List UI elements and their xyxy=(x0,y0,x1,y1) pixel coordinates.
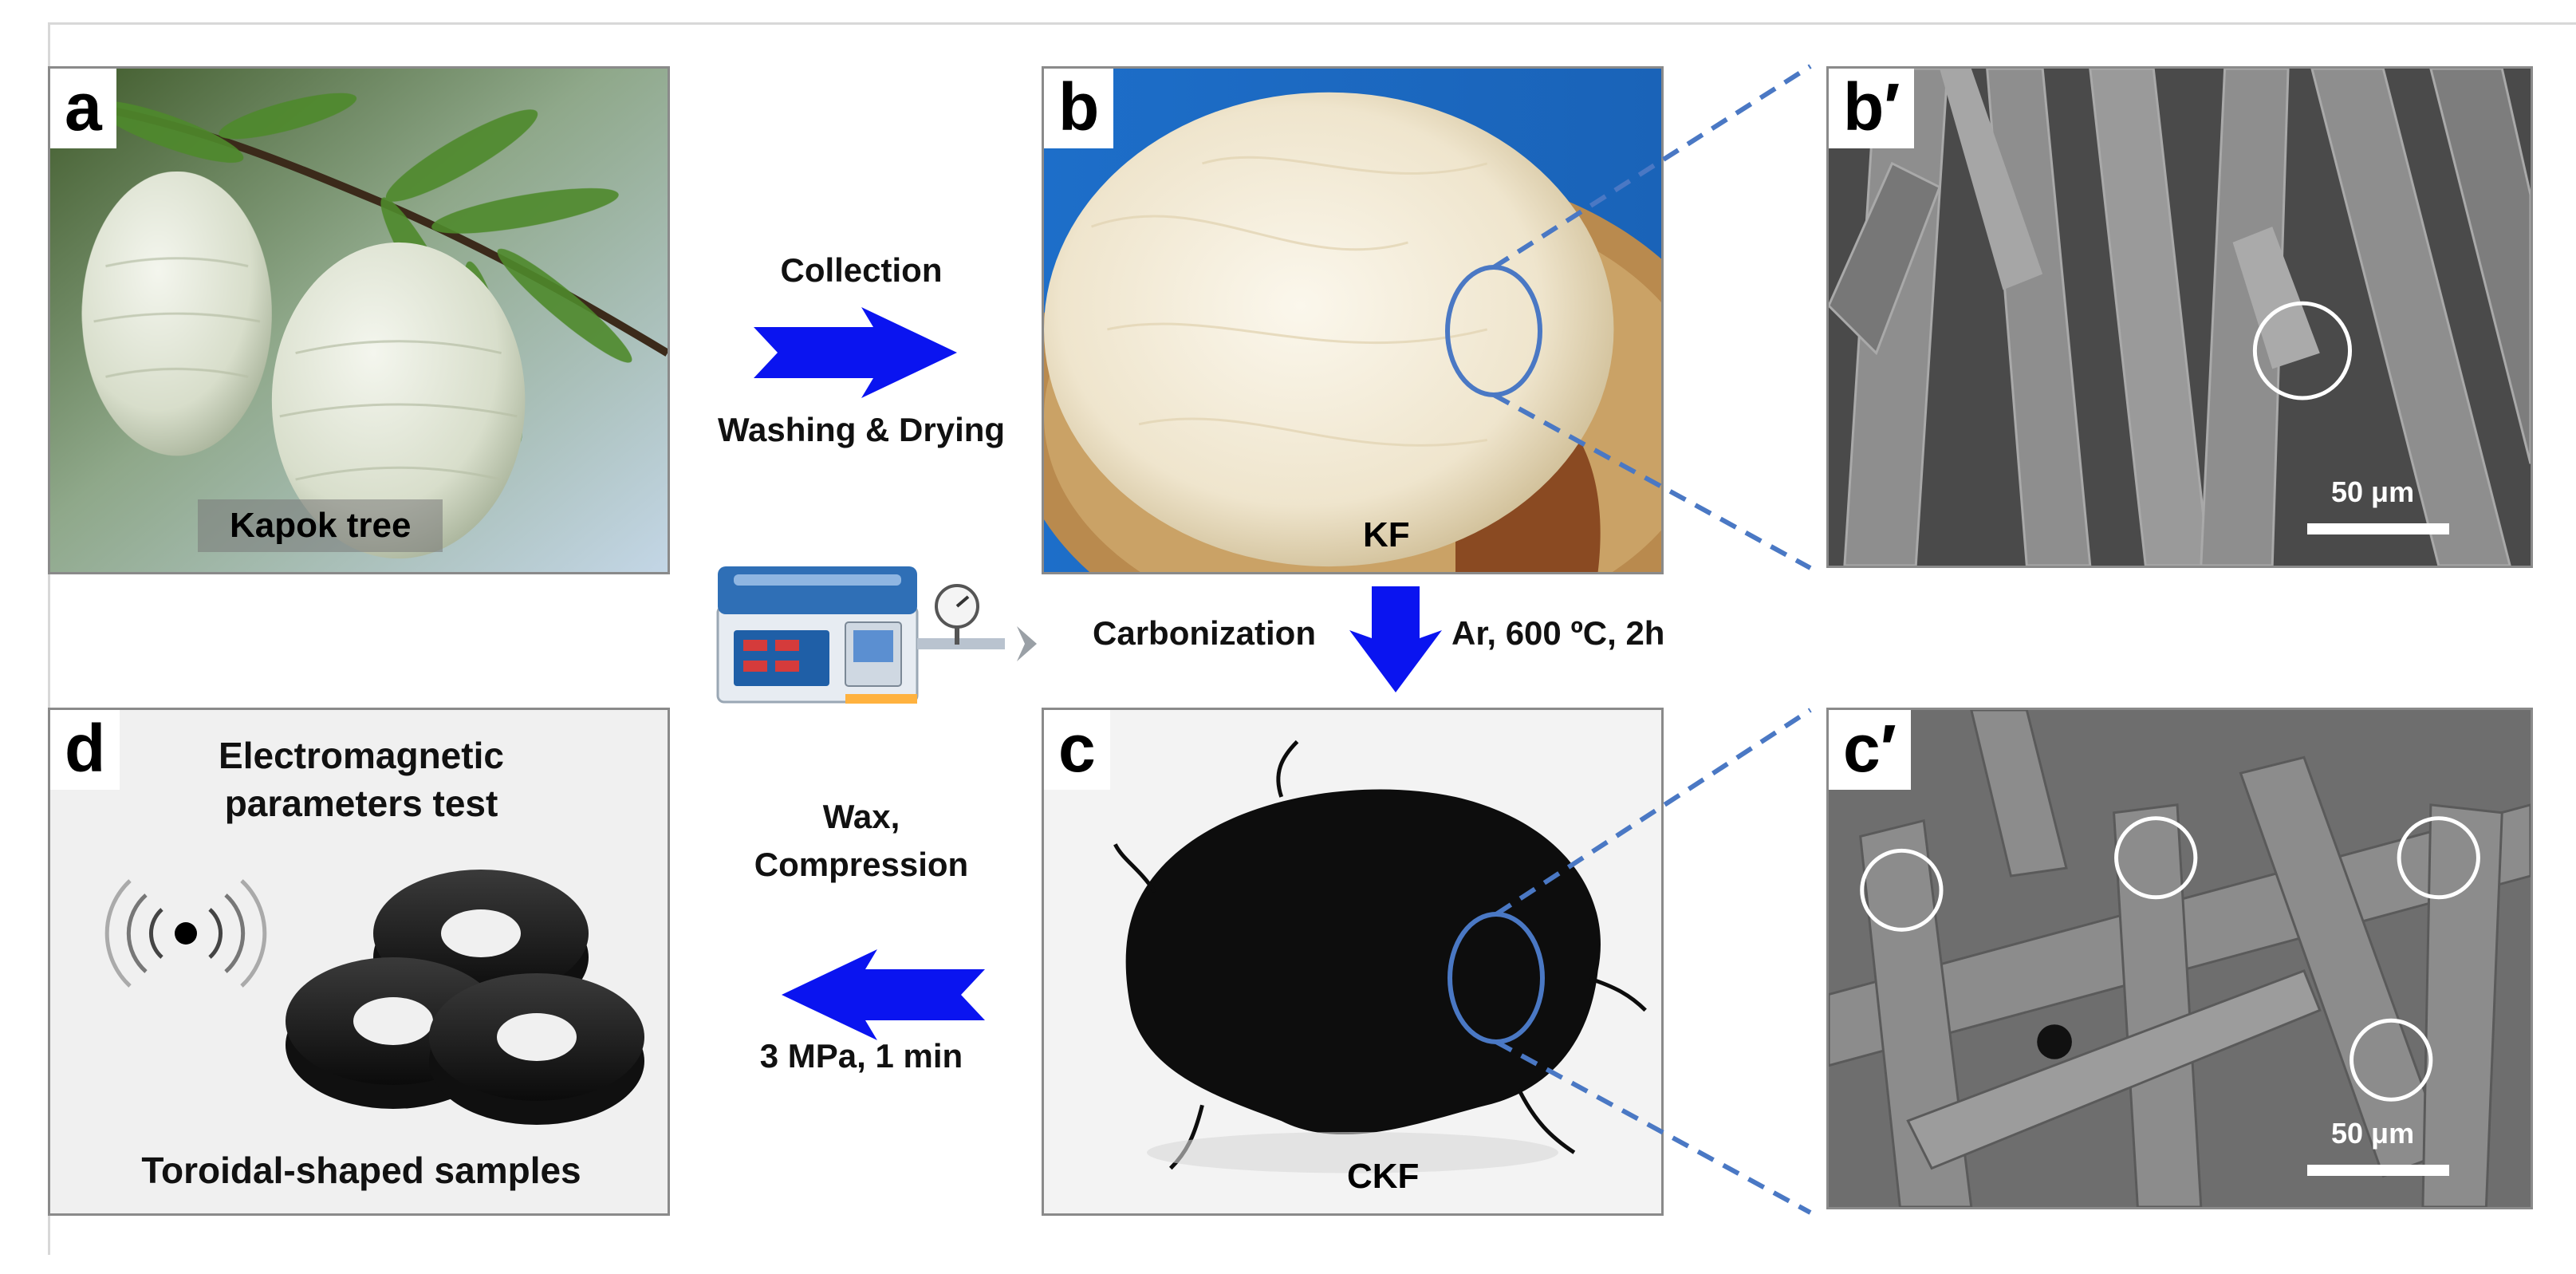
step-collection: Collection xyxy=(780,251,943,289)
panel-b-kf-photo: KF b xyxy=(1042,66,1664,574)
step-compression: Compression xyxy=(754,846,969,883)
panel-c-prime-scale-bar xyxy=(2307,1165,2449,1176)
arrow-compression xyxy=(782,949,985,1040)
sem-circle-markers xyxy=(1860,816,2480,1102)
signal-wave-icon xyxy=(104,879,267,988)
step-wax: Wax, xyxy=(822,798,900,835)
panel-c-label: c xyxy=(1044,710,1110,790)
sem-circle-marker xyxy=(2252,301,2353,400)
panel-d-caption: Toroidal-shaped samples xyxy=(141,1150,581,1191)
panel-c-prime-sem-image: 50 μm c′ xyxy=(1826,708,2533,1209)
figure-frame-top xyxy=(48,22,2576,25)
toroid-samples-icon xyxy=(286,870,644,1125)
panel-b-label: b xyxy=(1044,69,1114,148)
panel-d-toroidal-samples: Electromagnetic parameters test xyxy=(48,708,670,1216)
panel-d-label: d xyxy=(50,710,120,790)
step-carbonization-conditions: Ar, 600 ºC, 2h xyxy=(1451,614,1665,652)
kapok-fiber-illustration xyxy=(1044,69,1661,572)
carbonized-fiber-illustration xyxy=(1044,710,1661,1213)
step-washing-drying: Washing & Drying xyxy=(717,411,1006,448)
panel-b-prime-label: b′ xyxy=(1829,69,1915,148)
panel-b-prime-scale-label: 50 μm xyxy=(2331,475,2415,508)
panel-c-prime-label: c′ xyxy=(1829,710,1911,790)
tube-furnace-icon xyxy=(716,566,1037,704)
ckf-sem-illustration xyxy=(1829,710,2531,1207)
kapok-tree-illustration xyxy=(50,69,668,572)
panel-d-title-line2: parameters test xyxy=(224,783,498,824)
panel-c-ckf-photo: CKF c xyxy=(1042,708,1664,1216)
panel-b-caption: KF xyxy=(1363,515,1410,554)
panel-a-label: a xyxy=(50,69,116,148)
panel-b-prime-scale-bar xyxy=(2307,523,2449,534)
kf-sem-illustration xyxy=(1829,69,2531,566)
panel-a-caption: Kapok tree xyxy=(198,499,443,552)
arrow-collection xyxy=(754,307,957,398)
panel-c-caption: CKF xyxy=(1347,1157,1420,1196)
step-carbonization: Carbonization xyxy=(1093,614,1316,652)
panel-a-kapok-tree-photo: Kapok tree a xyxy=(48,66,670,574)
panel-d-title-line1: Electromagnetic xyxy=(219,735,504,776)
panel-b-prime-sem-image: 50 μm b′ xyxy=(1826,66,2533,568)
figure-frame-left xyxy=(48,22,50,1255)
panel-c-prime-scale-label: 50 μm xyxy=(2331,1117,2415,1150)
step-pressure: 3 MPa, 1 min xyxy=(759,1037,963,1075)
